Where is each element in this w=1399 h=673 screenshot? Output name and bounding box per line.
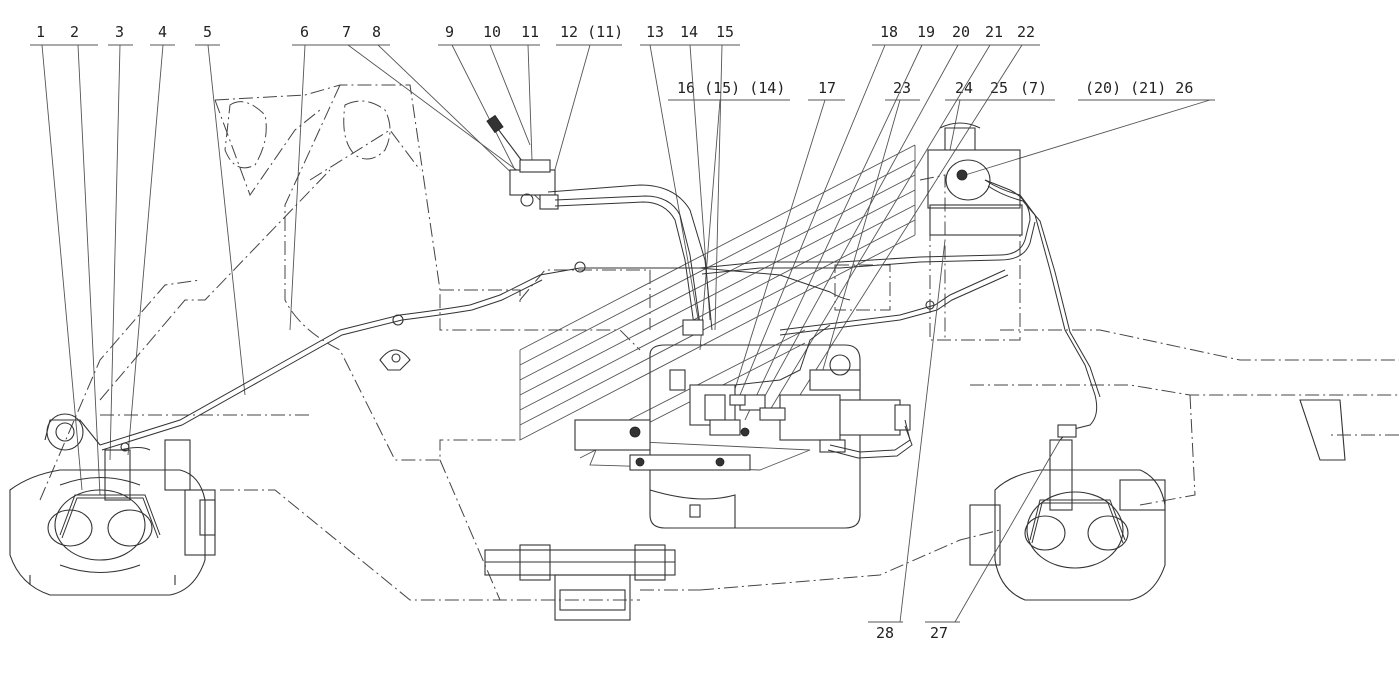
left-wheel-assembly [9,413,216,596]
label-12: 12 (11) [560,23,623,41]
label-10: 10 [483,23,501,41]
label-21: 21 [985,23,1003,41]
brake-valve-cluster [574,369,766,471]
air-tank [649,344,861,529]
lower-bracket [484,544,676,621]
label-5: 5 [203,23,212,41]
label-group-3-4-5: 3 4 5 [108,23,220,46]
label-group-18-22: 18 19 20 21 22 [872,23,1040,46]
booster-cylinder [759,354,911,453]
label-3: 3 [115,23,124,41]
label-26: (20) (21) 26 [1085,79,1193,97]
label-8: 8 [372,23,381,41]
label-7-ref: (7) [1020,79,1047,97]
brake-pipes [99,179,1101,459]
label-22: 22 [1017,23,1035,41]
label-6: 6 [300,23,309,41]
label-group-13-14-15: 13 14 15 [640,23,740,46]
label-15: 15 [716,23,734,41]
label-group-6-7-8: 6 7 8 [292,23,390,46]
label-17: 17 [818,79,836,97]
label-27: 27 [930,624,948,642]
label-group-23: 23 [885,79,920,101]
label-13: 13 [646,23,664,41]
hand-brake-valve [486,114,559,210]
right-wheel-assembly [969,399,1346,601]
label-group-1-2: 1 2 [30,23,98,46]
label-14: 14 [680,23,698,41]
frame-outline [39,84,1399,601]
label-group-28: 28 [868,239,946,642]
label-group-26: (20) (21) 26 [1078,79,1215,101]
leader-lines [41,44,1211,496]
label-18: 18 [880,23,898,41]
label-7: 7 [342,23,351,41]
label-28: 28 [876,624,894,642]
label-16: 16 (15) (14) [677,79,785,97]
pipe-bracket [379,349,411,371]
label-2: 2 [70,23,79,41]
label-19: 19 [917,23,935,41]
label-20: 20 [952,23,970,41]
label-group-17: 17 [808,79,845,101]
label-9: 9 [445,23,454,41]
label-25: 25 [990,79,1008,97]
label-group-27: 27 [925,439,1061,642]
label-group-12: 12 (11) [556,23,623,46]
label-group-24-25: 24 25 (7) [945,79,1055,101]
label-group-16: 16 (15) (14) [668,79,790,101]
label-1: 1 [36,23,45,41]
brake-fluid-reservoir [927,122,1023,236]
label-group-9-10-11: 9 10 11 [438,23,540,46]
label-11: 11 [521,23,539,41]
label-4: 4 [158,23,167,41]
